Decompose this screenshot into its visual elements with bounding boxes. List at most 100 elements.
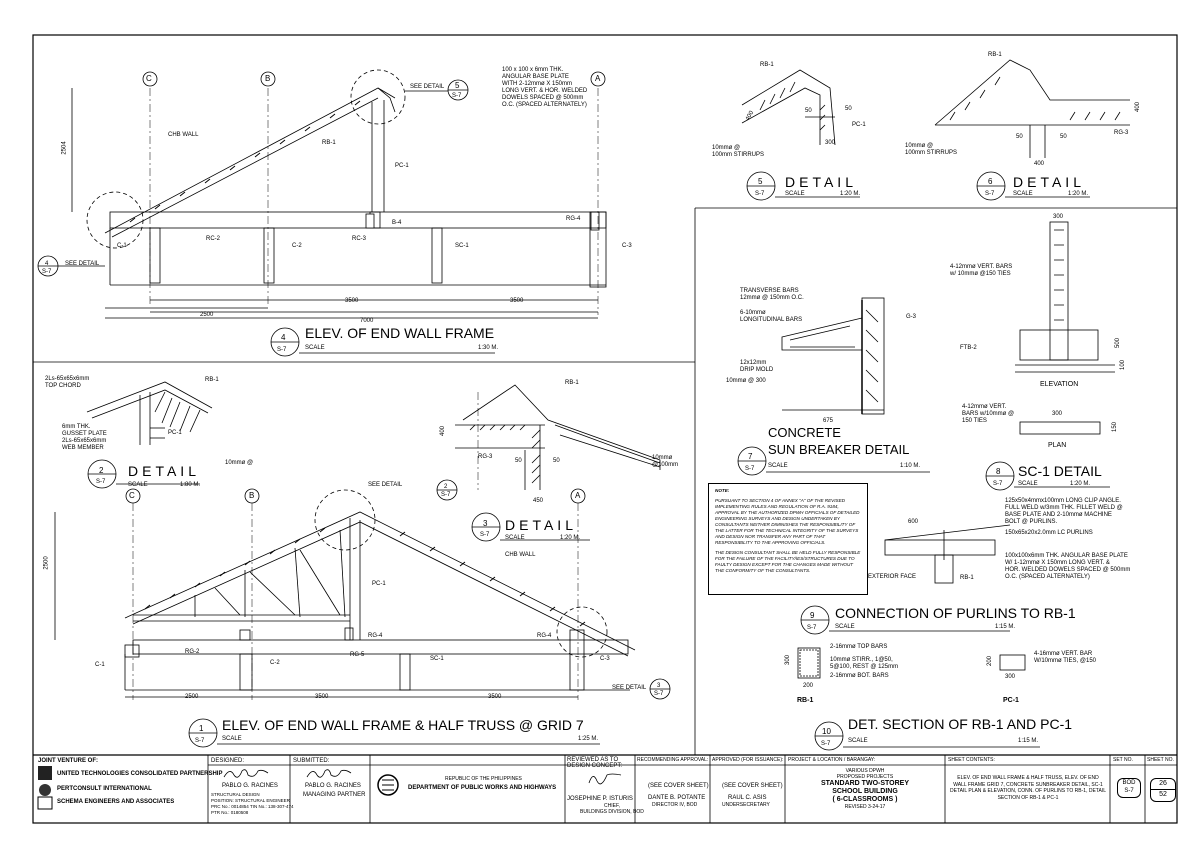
d3-dim-50b: 50	[553, 458, 560, 464]
set-no-label: SET NO.	[1113, 757, 1133, 763]
d5-dim-50a: 50	[805, 108, 812, 114]
d8-sheet: S-7	[993, 481, 1003, 487]
submitted-label: SUBMITTED:	[293, 758, 330, 764]
chb-wall-label: CHB WALL	[168, 132, 199, 138]
d8-ftb2: FTB-2	[960, 345, 977, 351]
jv-label: JOINT VENTURE OF:	[38, 758, 99, 764]
d1-sc1: SC-1	[430, 656, 444, 662]
d8-dim-500: 500	[1115, 337, 1122, 349]
d8-scale-label: SCALE	[1018, 481, 1038, 487]
d10-scale: 1:15 M.	[1018, 738, 1039, 744]
d7-title-2: SUN BREAKER DETAIL	[768, 442, 910, 457]
d1-see-detail-2: SEE DETAIL	[368, 482, 403, 488]
d8-elevation: ELEVATION	[1040, 381, 1079, 388]
d3-rg3: RG-3	[478, 454, 493, 460]
recommending-name: DANTE B. POTANTE	[648, 795, 706, 801]
sc1-label: SC-1	[455, 243, 469, 249]
d8-dim-300: 300	[1053, 214, 1064, 220]
pc1-label: PC-1	[395, 163, 409, 169]
d2-title: DETAIL	[128, 463, 200, 479]
project-info: VARIOUS DPWH PROPOSED PROJECTS STANDARD …	[820, 768, 910, 810]
d2-scale-label: SCALE	[128, 482, 148, 488]
d2-bar: 10mmø @	[225, 460, 254, 466]
project-label: PROJECT & LOCATION / BARANGAY:	[788, 757, 876, 763]
d7-title-1: CONCRETE	[768, 425, 841, 440]
d6-scale: 1:20 M.	[1068, 191, 1089, 197]
dim-2500-a: 2500	[200, 312, 214, 318]
d10-number: 10	[822, 727, 831, 736]
d3-geometry	[455, 384, 661, 542]
ref-5: 5	[455, 81, 460, 90]
design-note: NOTE: PURSUANT TO SECTION 4 OF ANNEX "A"…	[708, 483, 868, 595]
d1-geometry	[54, 479, 671, 700]
d1-chb-wall: CHB WALL	[505, 552, 536, 558]
d4-title: ELEV. OF END WALL FRAME	[305, 325, 495, 341]
d6-sheet: S-7	[985, 191, 995, 197]
d9-sheet: S-7	[807, 625, 817, 631]
submitter-signature	[306, 769, 352, 778]
d1-ref-2: 2	[444, 484, 448, 490]
d6-title: DETAIL	[1013, 174, 1085, 190]
d5-dim-50b: 50	[845, 106, 852, 112]
d8-plan-vert: 4-12mmø VERT.BARS w/10mmø @150 TIES	[962, 404, 1015, 424]
d8-plan: PLAN	[1048, 442, 1067, 449]
d8-number: 8	[996, 467, 1001, 476]
d1-scale: 1:25 M.	[578, 736, 599, 742]
d10-rb1: RB-1	[797, 697, 814, 704]
see-detail-6: SEE DETAIL	[65, 261, 100, 267]
d1-rg4b: RG-4	[537, 633, 552, 639]
d10-dim-300b: 300	[1005, 674, 1016, 680]
d1-dim-3500b: 3500	[488, 694, 502, 700]
d3-scale-label: SCALE	[505, 535, 525, 541]
approved-sheet: (SEE COVER SHEET)	[722, 783, 783, 789]
d7-bar: 10mmø @ 300	[726, 378, 766, 384]
ref-6-a: 4	[45, 261, 49, 267]
rc3-label: RC-3	[352, 236, 367, 242]
d1-ref-2-sheet: S-7	[441, 492, 451, 498]
d3-scale: 1:20 M.	[560, 535, 581, 541]
d6-dim-50b: 50	[1060, 134, 1067, 140]
d1-scale-label: SCALE	[222, 736, 242, 742]
recommending-sheet: (SEE COVER SHEET)	[648, 783, 709, 789]
republic-label: REPUBLIC OF THE PHILIPPINES	[445, 776, 522, 782]
c3-label: C-3	[622, 243, 632, 249]
d1-grid-a: A	[575, 491, 581, 500]
sheet-contents: ELEV. OF END WALL FRAME & HALF TRUSS, EL…	[950, 775, 1106, 801]
d1-rg4a: RG-4	[368, 633, 383, 639]
d4-geometry	[37, 69, 607, 319]
d8-plan-300: 300	[1052, 411, 1063, 417]
d5-dim-300: 300	[825, 140, 836, 146]
d1-dim-2500: 2500	[185, 694, 199, 700]
approved-label: APPROVED (FOR ISSUANCE):	[712, 757, 784, 763]
d7-sheet: S-7	[745, 466, 755, 472]
d1-dim-2500-v: 2500	[43, 556, 50, 570]
d1-c2: C-2	[270, 660, 280, 666]
d2-rb1: RB-1	[205, 377, 219, 383]
rb1-label: RB-1	[322, 140, 336, 146]
ref-5-sheet: S-7	[452, 93, 462, 99]
d4-scale: 1:30 M.	[478, 345, 499, 351]
d9-title: CONNECTION OF PURLINS TO RB-1	[835, 605, 1076, 621]
d5-number: 5	[758, 177, 763, 186]
d1-dim-3500a: 3500	[315, 694, 329, 700]
d1-sheet: S-7	[195, 738, 205, 744]
d6-rb1: RB-1	[988, 52, 1002, 58]
d10-bot-bars: 2-16mmø BOT. BARS	[830, 673, 889, 679]
d6-geometry	[934, 59, 1130, 201]
d6-dim-50a: 50	[1016, 134, 1023, 140]
d9-number: 9	[810, 611, 815, 620]
d5-pc1: PC-1	[852, 122, 866, 128]
jv-company-1: UNITED TECHNOLOGIES CONSOLIDATED PARTNER…	[57, 771, 223, 777]
d8-title: SC-1 DETAIL	[1018, 463, 1102, 479]
recommending-label: RECOMMENDING APPROVAL:	[637, 757, 709, 763]
approved-name: RAUL C. ASIS	[728, 795, 767, 801]
